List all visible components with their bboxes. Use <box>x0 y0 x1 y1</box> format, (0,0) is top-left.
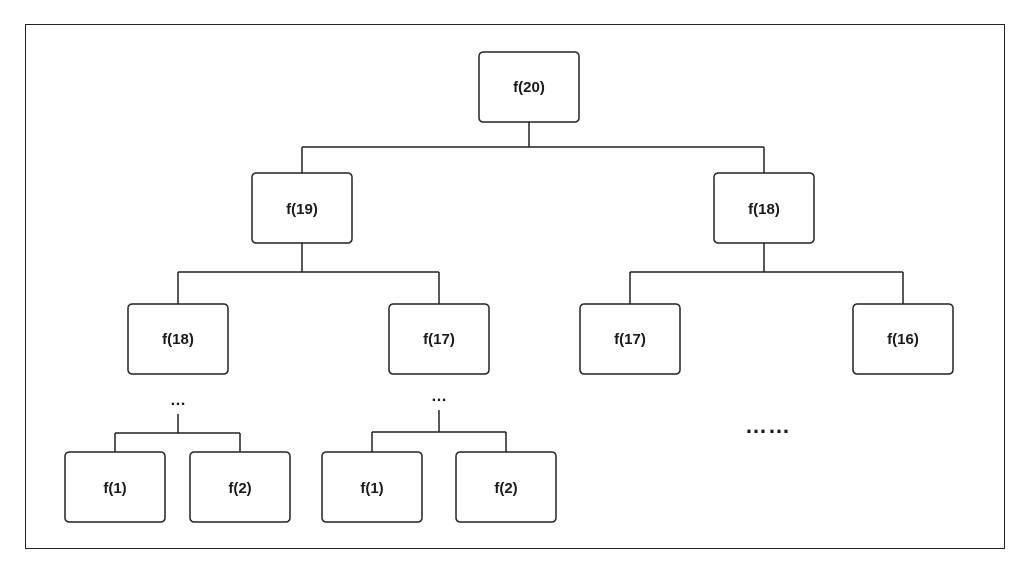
node-box <box>579 303 681 375</box>
node-f1-middle: f(1) <box>321 451 423 523</box>
node-f18-left: f(18) <box>127 303 229 375</box>
node-label: f(17) <box>614 331 646 348</box>
node-label: f(18) <box>162 331 194 348</box>
ellipsis-middle: … <box>431 388 447 405</box>
node-box <box>713 172 815 244</box>
edge-f18-children <box>629 243 904 304</box>
node-f16: f(16) <box>852 303 954 375</box>
node-label: f(2) <box>228 480 251 497</box>
node-f20: f(20) <box>478 51 580 123</box>
node-label: f(18) <box>748 201 780 218</box>
node-box <box>321 451 423 523</box>
node-f17-left: f(17) <box>388 303 490 375</box>
diagram-frame <box>25 24 1005 549</box>
node-box <box>455 451 557 523</box>
node-box <box>388 303 490 375</box>
node-label: f(19) <box>286 201 318 218</box>
node-f18-right: f(18) <box>713 172 815 244</box>
node-f19: f(19) <box>251 172 353 244</box>
node-box <box>852 303 954 375</box>
node-f2-middle: f(2) <box>455 451 557 523</box>
node-label: f(17) <box>423 331 455 348</box>
node-f1-left: f(1) <box>64 451 166 523</box>
node-label: f(1) <box>360 480 383 497</box>
node-box <box>251 172 353 244</box>
ellipsis-right: …… <box>745 413 791 438</box>
edge-f19-children <box>177 243 440 304</box>
node-label: f(2) <box>494 480 517 497</box>
edge-left-leaves <box>114 414 241 452</box>
node-f2-left: f(2) <box>189 451 291 523</box>
node-label: f(1) <box>103 480 126 497</box>
node-f17-right: f(17) <box>579 303 681 375</box>
tree-edges <box>114 122 904 452</box>
node-box <box>478 51 580 123</box>
node-label: f(16) <box>887 331 919 348</box>
edge-middle-leaves <box>371 410 507 452</box>
node-box <box>64 451 166 523</box>
node-box <box>127 303 229 375</box>
edge-f20-children <box>301 122 765 173</box>
node-box <box>189 451 291 523</box>
node-label: f(20) <box>513 79 545 96</box>
ellipsis-left: … <box>170 392 186 409</box>
